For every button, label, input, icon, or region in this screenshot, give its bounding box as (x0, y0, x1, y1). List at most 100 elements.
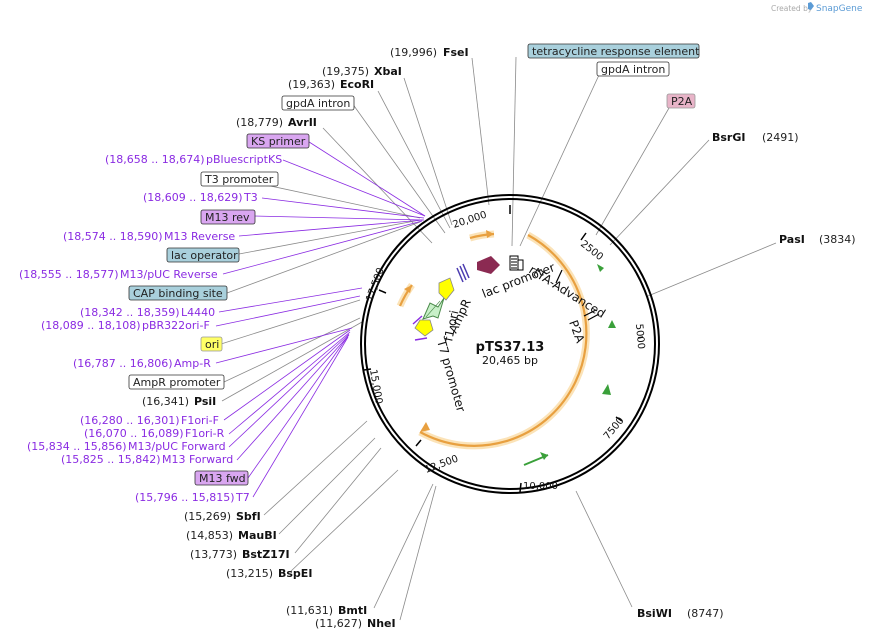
primer-pbluescriptks: (18,658 .. 18,674) pBluescriptKS (105, 153, 282, 166)
feature-lac-operator: lac operator (166, 247, 240, 263)
svg-text:KS primer: KS primer (251, 135, 306, 148)
svg-text:BspEI: BspEI (278, 567, 312, 580)
svg-text:F1ori-R: F1ori-R (185, 427, 225, 440)
svg-text:XbaI: XbaI (374, 65, 402, 78)
site-xbai: (19,375) XbaI (322, 65, 402, 78)
svg-text:AvrII: AvrII (288, 116, 317, 129)
svg-text:(11,627): (11,627) (315, 617, 362, 630)
feature-t3-promoter: T3 promoter (200, 171, 279, 187)
svg-text:gpdA intron: gpdA intron (601, 63, 665, 76)
svg-text:(18,658 .. 18,674): (18,658 .. 18,674) (105, 153, 205, 166)
svg-text:EcoRI: EcoRI (340, 78, 374, 91)
arrowheads (404, 230, 616, 466)
site-fsei: (19,996) FseI (390, 46, 469, 59)
site-bsiwi: BsiWI (8747) (637, 607, 724, 620)
svg-text:T3 promoter: T3 promoter (204, 173, 274, 186)
svg-text:(15,825 .. 15,842): (15,825 .. 15,842) (61, 453, 161, 466)
tick-label-2500: 2500 (578, 239, 605, 263)
feature-tre: tetracycline response element (527, 43, 700, 59)
svg-text:(18,609 .. 18,629): (18,609 .. 18,629) (143, 191, 243, 204)
plasmid-size: 20,465 bp (482, 354, 538, 367)
primer-m13-forward: (15,825 .. 15,842) M13 Forward (61, 453, 233, 466)
feature-gpda-intron-left: gpdA intron (281, 95, 355, 111)
primer-l4440: (18,342 .. 18,359) L4440 (80, 306, 215, 319)
svg-text:pBluescriptKS: pBluescriptKS (206, 153, 282, 166)
site-bspei: (13,215) BspEI (226, 567, 312, 580)
site-avrii: (18,779) AvrII (236, 116, 317, 129)
svg-text:CAP binding site: CAP binding site (133, 287, 223, 300)
svg-text:MauBI: MauBI (238, 529, 277, 542)
label-t7-promoter: T7 promoter (434, 337, 468, 413)
feature-ampr-promoter: AmpR promoter (128, 374, 225, 390)
feature-labels: tetracycline response element gpdA intro… (128, 43, 700, 486)
primer-amp-r: (16,787 .. 16,806) Amp-R (73, 357, 211, 370)
feature-m13-rev: M13 rev (200, 209, 256, 225)
svg-text:BstZ17I: BstZ17I (242, 548, 290, 561)
svg-text:M13 rev: M13 rev (205, 211, 250, 224)
svg-text:(3834): (3834) (819, 233, 856, 246)
svg-text:PsiI: PsiI (194, 395, 216, 408)
svg-text:(18,089 .. 18,108): (18,089 .. 18,108) (41, 319, 141, 332)
tick-label-7500: 7500 (602, 415, 627, 442)
svg-text:(16,070 .. 16,089): (16,070 .. 16,089) (84, 427, 184, 440)
feature-cap-binding-site: CAP binding site (128, 285, 228, 301)
tick-label-10000: 10,000 (523, 481, 558, 492)
site-bstz17i: (13,773) BstZ17I (190, 548, 290, 561)
svg-text:(18,555 .. 18,577): (18,555 .. 18,577) (19, 268, 119, 281)
svg-text:(13,773): (13,773) (190, 548, 237, 561)
svg-text:F1ori-F: F1ori-F (181, 414, 219, 427)
svg-text:pBR322ori-F: pBR322ori-F (142, 319, 210, 332)
primer-f1ori-r: (16,070 .. 16,089) F1ori-R (84, 427, 225, 440)
svg-text:(15,796 .. 15,815): (15,796 .. 15,815) (135, 491, 235, 504)
plasmid-name: pTS37.13 (476, 340, 545, 355)
primer-pbr322ori-f: (18,089 .. 18,108) pBR322ori-F (41, 319, 210, 332)
primer-m13-reverse: (18,574 .. 18,590) M13 Reverse (63, 230, 235, 243)
primer-f1ori-f: (16,280 .. 16,301) F1ori-F (80, 414, 219, 427)
svg-text:BsrGI: BsrGI (712, 131, 745, 144)
svg-text:(18,342 .. 18,359): (18,342 .. 18,359) (80, 306, 180, 319)
svg-text:(13,215): (13,215) (226, 567, 273, 580)
svg-text:PasI: PasI (779, 233, 805, 246)
site-nhei: (11,627) NheI (315, 617, 396, 630)
promoter-element-icons (477, 255, 524, 274)
svg-text:(8747): (8747) (687, 607, 724, 620)
ampr-ori-icons (414, 277, 455, 337)
primer-t7: (15,796 .. 15,815) T7 (135, 491, 250, 504)
svg-text:(16,341): (16,341) (142, 395, 189, 408)
tick-label-5000: 5000 (633, 323, 646, 349)
svg-text:(15,834 .. 15,856): (15,834 .. 15,856) (27, 440, 127, 453)
svg-text:(18,574 .. 18,590): (18,574 .. 18,590) (63, 230, 163, 243)
feature-ks-primer: KS primer (246, 133, 310, 149)
primer-t3: (18,609 .. 18,629) T3 (143, 191, 258, 204)
svg-text:L4440: L4440 (181, 306, 215, 319)
primer-m13-puc-reverse: (18,555 .. 18,577) M13/pUC Reverse (19, 268, 218, 281)
snapgene-logo-icon (808, 2, 814, 10)
svg-text:P2A: P2A (671, 95, 693, 108)
inner-markers (412, 263, 600, 341)
restriction-site-labels: (19,996) FseI (19,375) XbaI (19,363) Eco… (142, 46, 856, 630)
tick-label-15000: 15,000 (367, 369, 384, 405)
svg-text:BmtI: BmtI (338, 604, 367, 617)
backbone (360, 194, 660, 494)
svg-text:(19,363): (19,363) (288, 78, 335, 91)
site-bmti: (11,631) BmtI (286, 604, 367, 617)
site-pasi: PasI (3834) (779, 233, 856, 246)
svg-text:ori: ori (205, 338, 219, 351)
svg-text:M13/pUC Forward: M13/pUC Forward (128, 440, 226, 453)
site-ecori: (19,363) EcoRI (288, 78, 374, 91)
svg-text:(14,853): (14,853) (186, 529, 233, 542)
svg-text:M13 fwd: M13 fwd (199, 472, 246, 485)
arc-labels: rtTA-Advanced lac promoter P2A AmpR f1 o… (434, 260, 608, 413)
svg-text:FseI: FseI (443, 46, 469, 59)
svg-text:tetracycline response element: tetracycline response element (532, 45, 700, 58)
svg-text:Amp-R: Amp-R (174, 357, 211, 370)
svg-text:(11,631): (11,631) (286, 604, 333, 617)
svg-text:T3: T3 (243, 191, 258, 204)
svg-text:M13 Reverse: M13 Reverse (164, 230, 235, 243)
feature-ori: ori (200, 336, 223, 352)
svg-text:gpdA intron: gpdA intron (286, 97, 350, 110)
tick-label-17500: 17,500 (364, 266, 386, 303)
svg-text:(2491): (2491) (762, 131, 799, 144)
